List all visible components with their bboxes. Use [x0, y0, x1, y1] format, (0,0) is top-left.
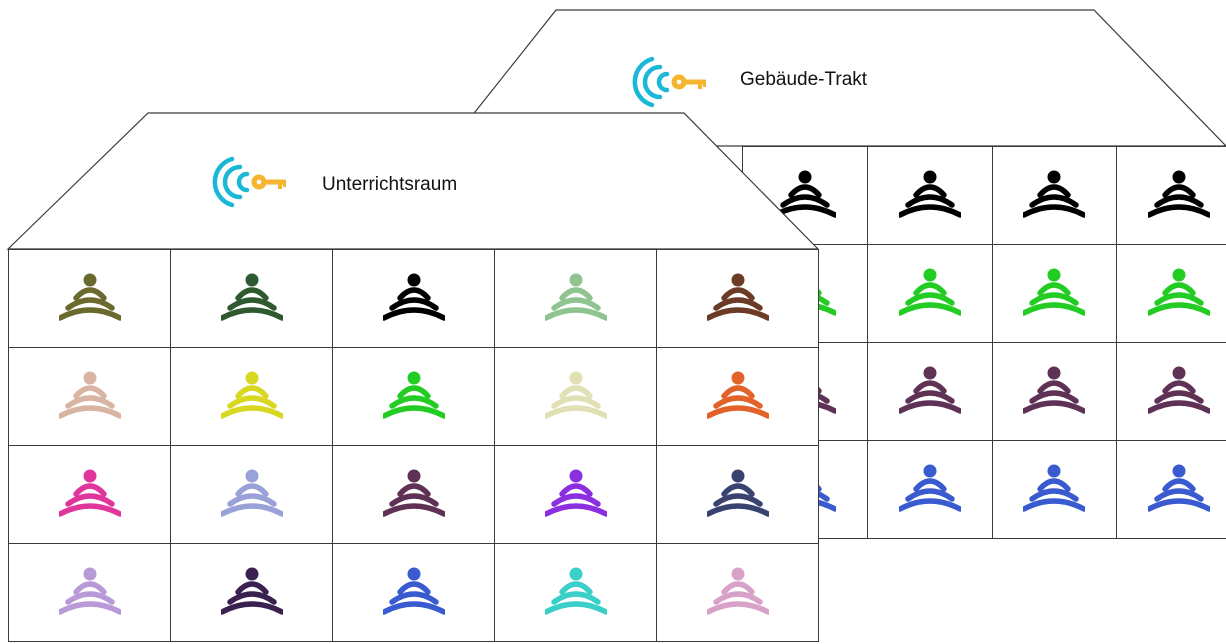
wireless-reader-icon: [58, 567, 121, 615]
reader-cell[interactable]: [1116, 244, 1226, 343]
wireless-reader-icon: [58, 371, 121, 419]
wireless-reader-icon: [220, 567, 283, 615]
wireless-reader-icon: [1023, 170, 1086, 218]
grid-row: [8, 543, 819, 642]
wireless-reader-icon: [1148, 366, 1211, 414]
reader-cell[interactable]: [170, 445, 333, 544]
wireless-reader-icon: [706, 273, 769, 321]
wireless-reader-icon: [382, 469, 445, 517]
wireless-reader-icon: [1148, 170, 1211, 218]
wireless-reader-icon: [382, 371, 445, 419]
wireless-reader-icon: [898, 464, 961, 512]
wireless-reader-icon: [544, 371, 607, 419]
reader-cell[interactable]: [991, 440, 1118, 539]
reader-cell[interactable]: [494, 249, 657, 348]
reader-cell[interactable]: [656, 543, 819, 642]
reader-cell[interactable]: [332, 543, 495, 642]
wireless-reader-icon: [706, 469, 769, 517]
wireless-reader-icon: [706, 371, 769, 419]
reader-cell[interactable]: [332, 249, 495, 348]
wireless-reader-icon: [544, 567, 607, 615]
wireless-reader-icon: [1023, 366, 1086, 414]
wireless-reader-icon: [1148, 464, 1211, 512]
grid-row: [8, 347, 819, 446]
reader-cell[interactable]: [991, 146, 1118, 245]
wireless-reader-icon: [1148, 268, 1211, 316]
building-title-front: Unterrichtsraum: [322, 174, 458, 195]
reader-cell[interactable]: [170, 347, 333, 446]
reader-cell[interactable]: [494, 347, 657, 446]
reader-cell[interactable]: [866, 342, 993, 441]
reader-cell[interactable]: [8, 347, 171, 446]
reader-cell[interactable]: [494, 543, 657, 642]
reader-cell[interactable]: [656, 347, 819, 446]
reader-cell[interactable]: [1116, 342, 1226, 441]
wireless-reader-icon: [544, 469, 607, 517]
wireless-reader-icon: [220, 273, 283, 321]
reader-cell[interactable]: [991, 342, 1118, 441]
wireless-reader-icon: [382, 567, 445, 615]
wireless-reader-icon: [1023, 268, 1086, 316]
wireless-reader-icon: [1023, 464, 1086, 512]
wireless-reader-icon: [220, 469, 283, 517]
reader-cell[interactable]: [332, 445, 495, 544]
wireless-reader-icon: [898, 268, 961, 316]
wireless-reader-icon: [898, 366, 961, 414]
rfid-key-icon: [632, 56, 706, 108]
wireless-reader-icon: [544, 273, 607, 321]
reader-cell[interactable]: [332, 347, 495, 446]
wireless-reader-icon: [58, 273, 121, 321]
reader-cell[interactable]: [8, 543, 171, 642]
wireless-reader-icon: [898, 170, 961, 218]
reader-cell[interactable]: [8, 445, 171, 544]
reader-cell[interactable]: [170, 543, 333, 642]
reader-cell[interactable]: [8, 249, 171, 348]
wireless-reader-icon: [220, 371, 283, 419]
access-grid-front: [8, 249, 819, 642]
reader-cell[interactable]: [656, 445, 819, 544]
reader-cell[interactable]: [170, 249, 333, 348]
reader-cell[interactable]: [866, 146, 993, 245]
reader-cell[interactable]: [656, 249, 819, 348]
rfid-key-icon: [212, 156, 286, 208]
reader-cell[interactable]: [1116, 146, 1226, 245]
wireless-reader-icon: [706, 567, 769, 615]
reader-cell[interactable]: [494, 445, 657, 544]
grid-row: [8, 445, 819, 544]
grid-row: [8, 249, 819, 348]
building-title-back: Gebäude-Trakt: [740, 69, 868, 90]
reader-cell[interactable]: [1116, 440, 1226, 539]
wireless-reader-icon: [382, 273, 445, 321]
wireless-reader-icon: [58, 469, 121, 517]
